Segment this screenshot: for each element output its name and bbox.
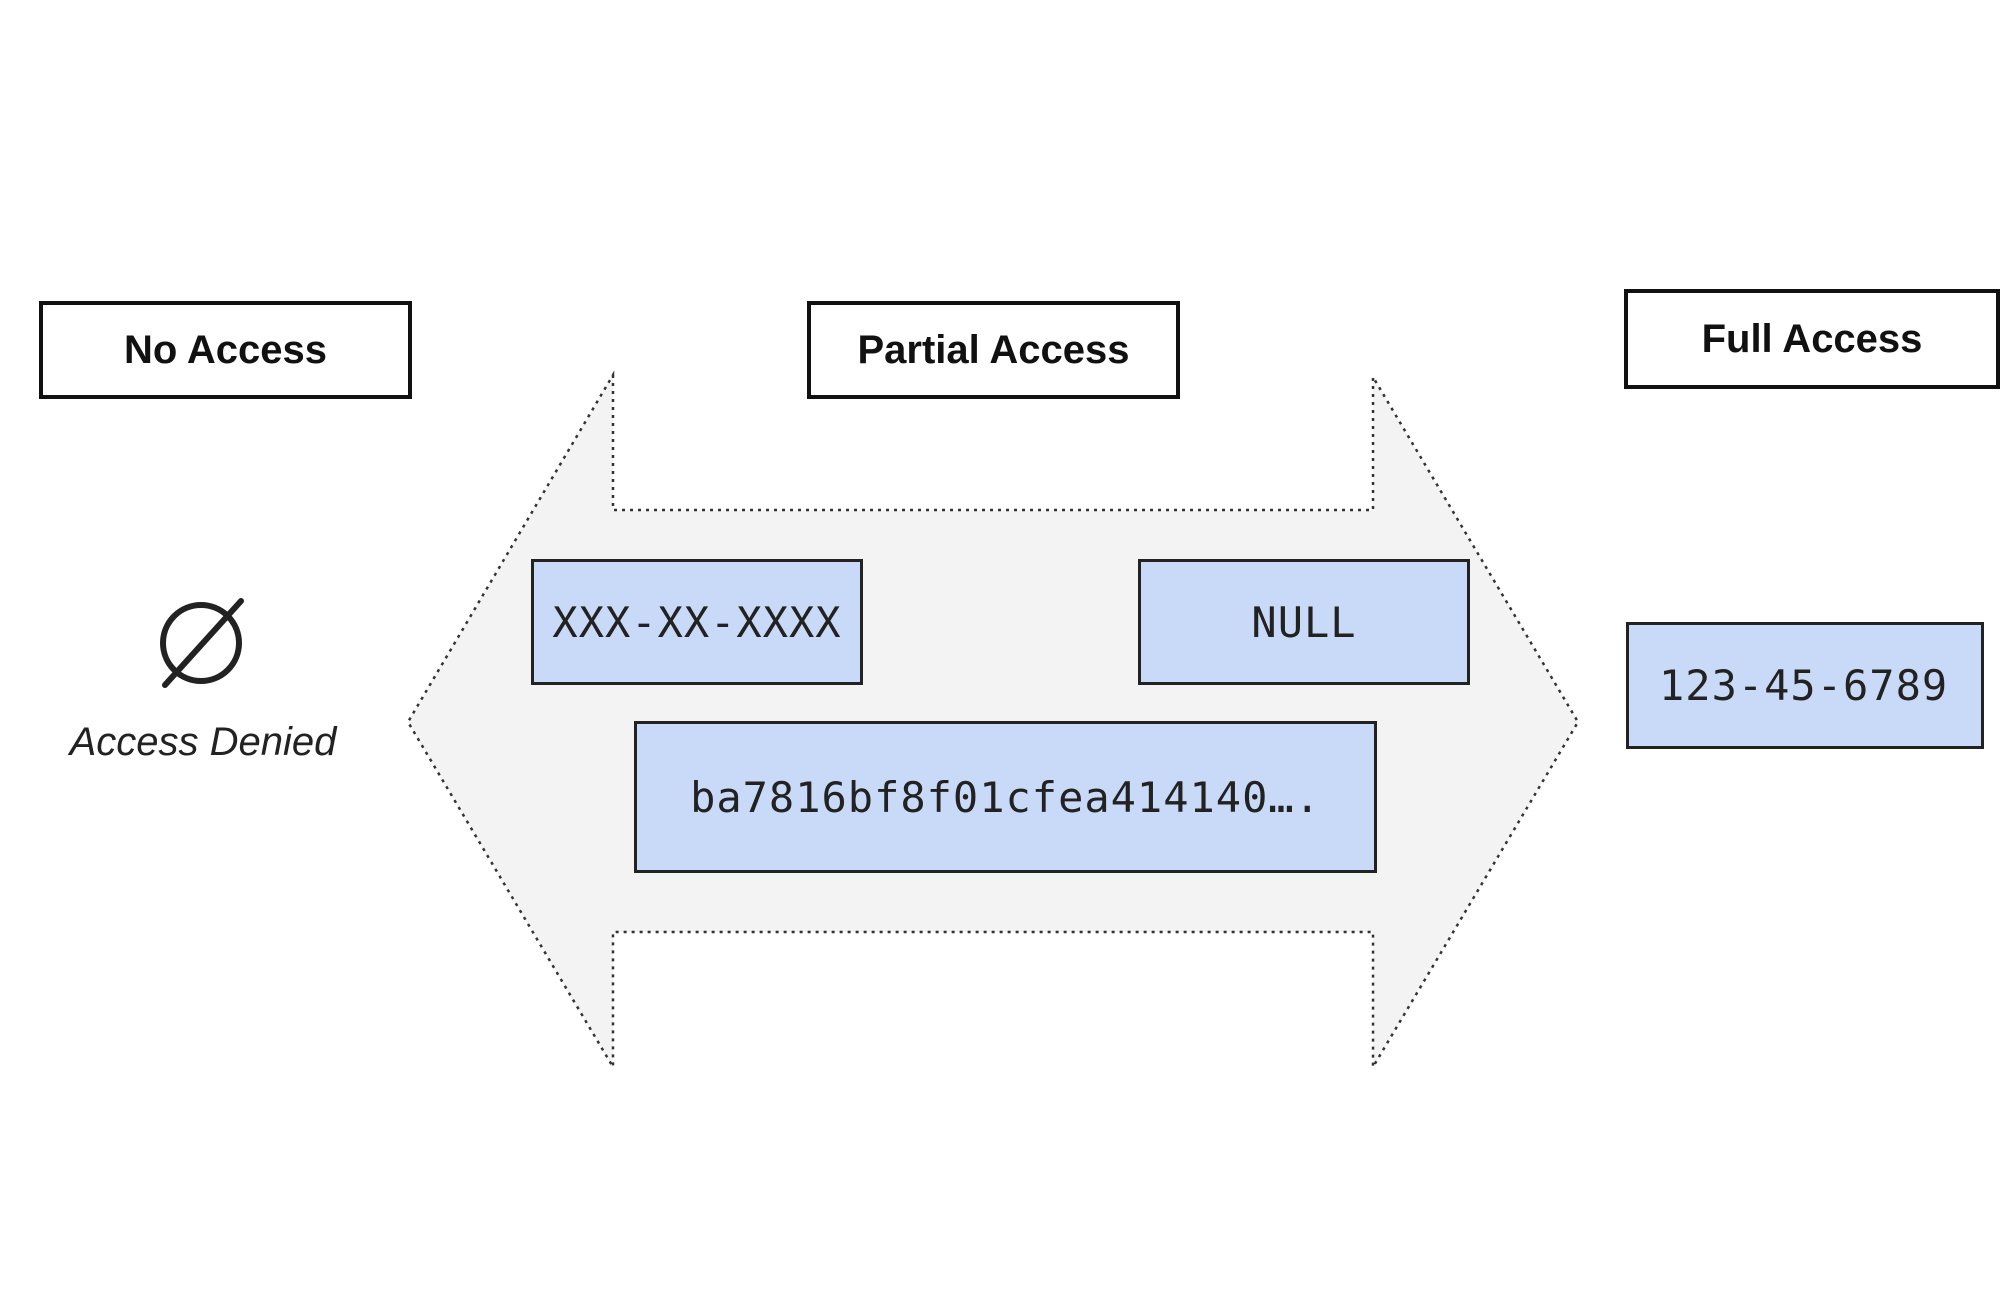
full-access-label-text: Full Access (1701, 316, 1923, 361)
masked-value-box: XXX-XX-XXXX (531, 559, 863, 685)
partial-access-label: Partial Access (807, 301, 1180, 399)
hashed-value-box: ba7816bf8f01cfea414140…. (634, 721, 1377, 873)
access-denied-text: Access Denied (68, 720, 338, 765)
hashed-value: ba7816bf8f01cfea414140…. (690, 772, 1321, 822)
null-value: NULL (1251, 597, 1357, 647)
full-value-box: 123-45-6789 (1626, 622, 1984, 749)
empty-set-icon-svg (160, 598, 244, 688)
no-access-label: No Access (39, 301, 412, 399)
empty-set-icon (145, 592, 265, 692)
access-denied-label: Access Denied (69, 720, 337, 764)
masked-value: XXX-XX-XXXX (552, 597, 842, 647)
full-value: 123-45-6789 (1659, 661, 1949, 710)
null-value-box: NULL (1138, 559, 1470, 685)
partial-access-label-text: Partial Access (857, 327, 1130, 372)
full-access-label: Full Access (1624, 289, 2000, 389)
no-access-label-text: No Access (123, 327, 328, 372)
